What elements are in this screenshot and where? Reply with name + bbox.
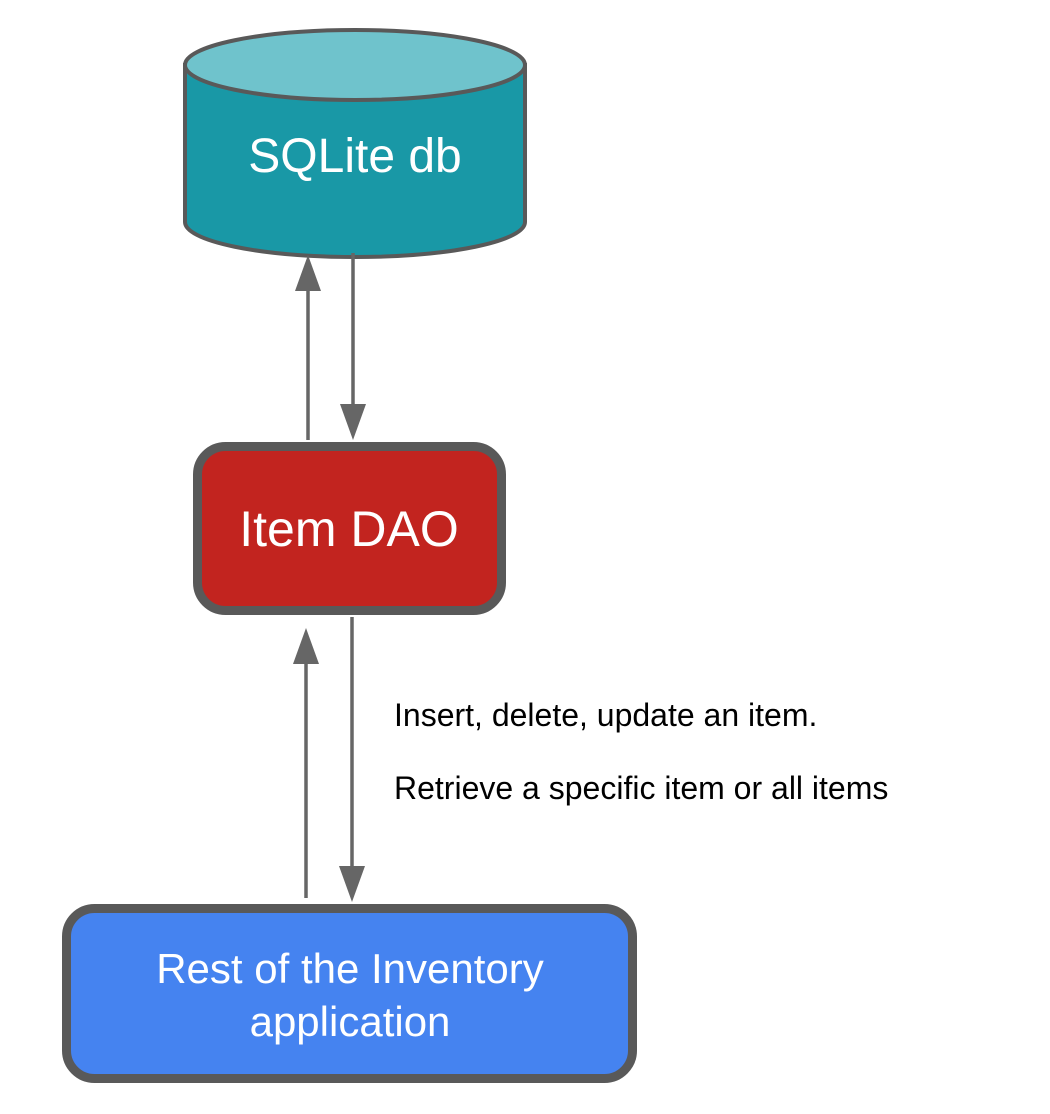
dao-box [193,442,506,615]
db-dao-arrows [295,253,366,440]
app-label-line1: Rest of the Inventory [156,945,544,992]
edge-annotation-line2: Retrieve a specific item or all items [394,770,888,806]
arrow-down-to-dao-head [340,404,366,440]
database-node: SQLite db [183,28,527,259]
database-cylinder-body [183,63,527,259]
dao-label: Item DAO [239,501,458,557]
app-label-line2: application [250,998,451,1045]
edge-annotation-line1: Insert, delete, update an item. [394,697,817,733]
dao-node: Item DAO [193,442,506,615]
arrow-down-to-app-head [339,866,365,902]
arrow-up-to-dao-head [293,628,319,664]
dao-app-arrows: Insert, delete, update an item. Retrieve… [293,617,888,902]
app-node: Rest of the Inventory application [62,904,637,1083]
database-cylinder-top [183,28,527,102]
app-box [62,904,637,1083]
database-label: SQLite db [248,130,461,183]
arrow-up-to-db-head [295,255,321,291]
